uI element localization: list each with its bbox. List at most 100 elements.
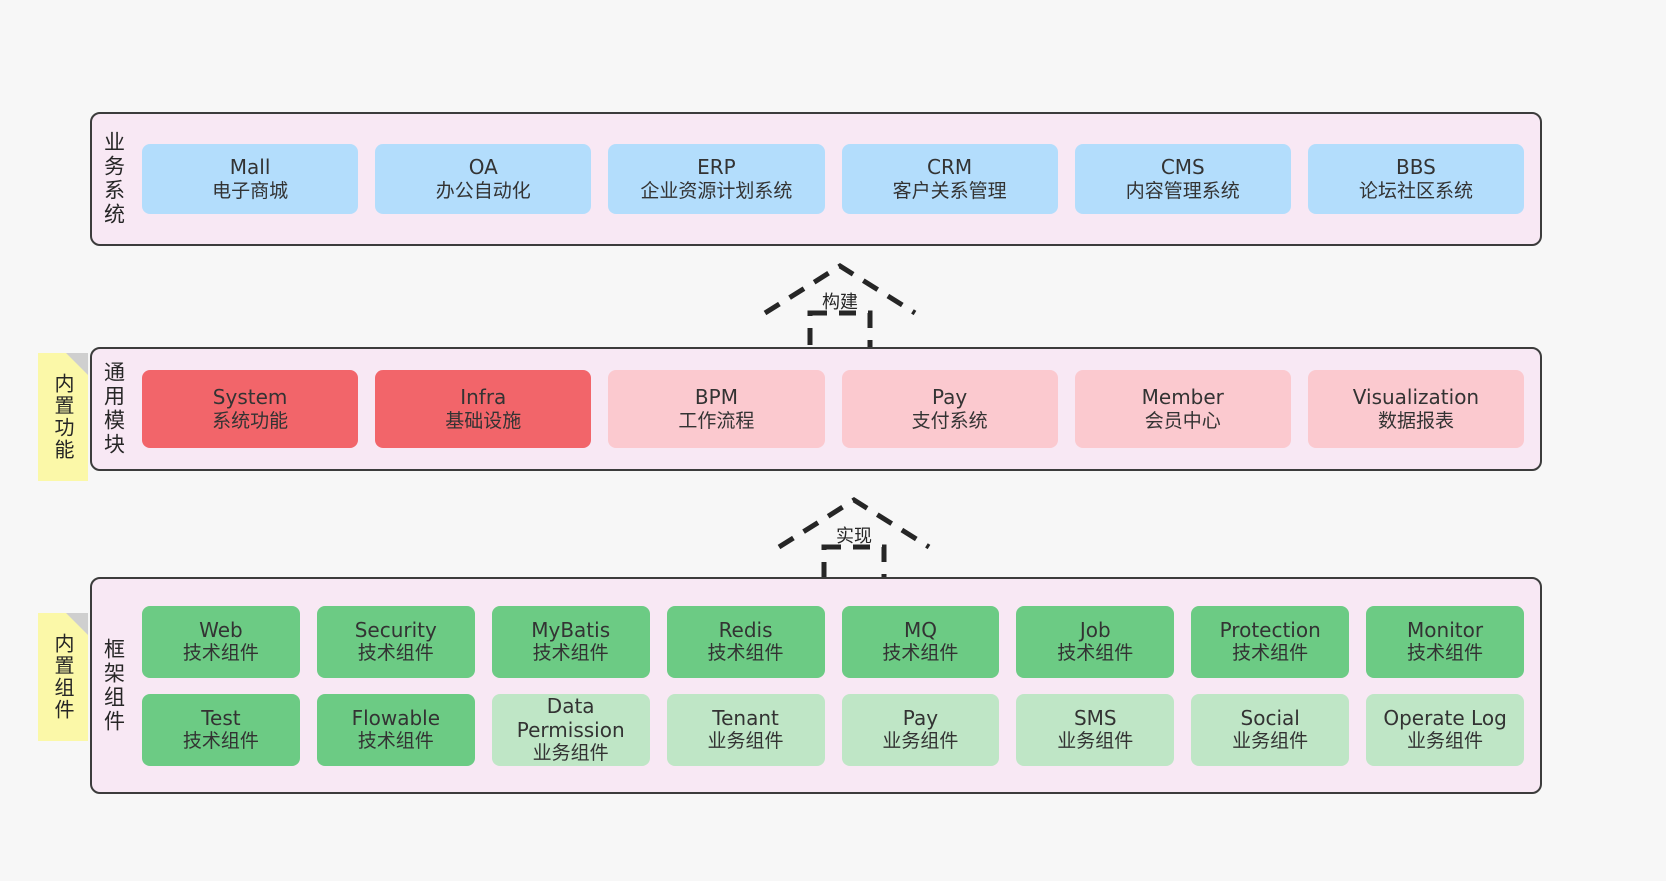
- node-mall[interactable]: Mall 电子商城: [142, 144, 359, 214]
- node-oa-cn: 办公自动化: [435, 179, 531, 202]
- node-mybatis[interactable]: MyBatis 技术组件: [491, 605, 650, 678]
- node-security[interactable]: Security 技术组件: [316, 605, 475, 678]
- node-pay-component-en: Pay: [902, 705, 939, 730]
- node-cms-cn: 内容管理系统: [1125, 179, 1240, 202]
- node-sms-en: SMS: [1073, 705, 1117, 730]
- node-visualization-en: Visualization: [1352, 385, 1480, 410]
- node-mall-en: Mall: [229, 155, 271, 180]
- node-job-en: Job: [1079, 617, 1111, 642]
- note-builtin-components-text: 内置组件: [51, 633, 75, 721]
- node-system-cn: 系统功能: [212, 409, 289, 432]
- layer-body-framework: Web 技术组件 Security 技术组件 MyBatis 技术组件 Redi…: [134, 579, 1540, 792]
- layer-title-framework: 框架组件: [101, 637, 126, 734]
- node-monitor[interactable]: Monitor 技术组件: [1366, 605, 1524, 678]
- node-operate-log[interactable]: Operate Log 业务组件: [1366, 693, 1524, 766]
- row-common-modules: System 系统功能 Infra 基础设施 BPM 工作流程 Pay 支付系统…: [142, 370, 1525, 448]
- node-pay-module[interactable]: Pay 支付系统: [841, 370, 1058, 448]
- row-framework-business: Test 技术组件 Flowable 技术组件 Data Permission …: [142, 693, 1524, 766]
- node-redis-en: Redis: [718, 617, 773, 642]
- layer-body-common: System 系统功能 Infra 基础设施 BPM 工作流程 Pay 支付系统…: [134, 349, 1540, 469]
- node-oa[interactable]: OA 办公自动化: [375, 144, 592, 214]
- node-redis-cn: 技术组件: [707, 642, 784, 665]
- node-pay-component[interactable]: Pay 业务组件: [841, 693, 1000, 766]
- node-mq[interactable]: MQ 技术组件: [841, 605, 1000, 678]
- node-security-en: Security: [354, 617, 437, 642]
- node-erp-cn: 企业资源计划系统: [640, 179, 793, 202]
- node-oa-en: OA: [468, 155, 498, 180]
- node-security-cn: 技术组件: [357, 642, 434, 665]
- node-bbs-en: BBS: [1396, 155, 1436, 180]
- arrow-build: 构建: [755, 258, 925, 358]
- node-web-cn: 技术组件: [182, 642, 259, 665]
- node-protection-en: Protection: [1219, 617, 1321, 642]
- node-data-permission-cn: 业务组件: [532, 742, 609, 765]
- node-data-permission-en: Data Permission: [516, 693, 625, 742]
- node-protection[interactable]: Protection 技术组件: [1191, 605, 1350, 678]
- node-member-en: Member: [1141, 385, 1224, 410]
- node-bbs[interactable]: BBS 论坛社区系统: [1307, 144, 1525, 214]
- node-bbs-cn: 论坛社区系统: [1358, 179, 1473, 202]
- node-bpm-cn: 工作流程: [678, 409, 755, 432]
- node-member-cn: 会员中心: [1144, 409, 1221, 432]
- node-visualization[interactable]: Visualization 数据报表: [1307, 370, 1525, 448]
- node-test[interactable]: Test 技术组件: [142, 693, 300, 766]
- node-infra-en: Infra: [460, 385, 507, 410]
- layer-common-module: 通用模块 System 系统功能 Infra 基础设施 BPM 工作流程 Pay…: [90, 347, 1542, 471]
- node-redis[interactable]: Redis 技术组件: [666, 605, 825, 678]
- node-erp[interactable]: ERP 企业资源计划系统: [608, 144, 825, 214]
- node-social-cn: 业务组件: [1232, 730, 1309, 753]
- node-cms-en: CMS: [1160, 155, 1205, 180]
- layer-title-common: 通用模块: [101, 361, 126, 457]
- node-flowable[interactable]: Flowable 技术组件: [316, 693, 475, 766]
- node-test-en: Test: [201, 705, 241, 730]
- node-sms-cn: 业务组件: [1057, 730, 1134, 753]
- node-mq-cn: 技术组件: [882, 642, 959, 665]
- node-erp-en: ERP: [697, 155, 736, 180]
- layer-framework-component: 框架组件 Web 技术组件 Security 技术组件 MyBatis 技术组件…: [90, 577, 1542, 794]
- note-fold-icon: [66, 353, 88, 375]
- node-mybatis-en: MyBatis: [531, 617, 611, 642]
- note-fold-icon: [66, 613, 88, 635]
- node-infra[interactable]: Infra 基础设施: [375, 370, 592, 448]
- arrow-build-label: 构建: [822, 292, 858, 313]
- node-social[interactable]: Social 业务组件: [1191, 693, 1350, 766]
- node-mall-cn: 电子商城: [212, 179, 289, 202]
- note-builtin-features: 内置功能: [38, 353, 88, 481]
- node-job[interactable]: Job 技术组件: [1016, 605, 1175, 678]
- node-mybatis-cn: 技术组件: [532, 642, 609, 665]
- node-protection-cn: 技术组件: [1232, 642, 1309, 665]
- node-job-cn: 技术组件: [1057, 642, 1134, 665]
- node-pay-module-en: Pay: [931, 385, 968, 410]
- node-visualization-cn: 数据报表: [1377, 409, 1454, 432]
- node-member[interactable]: Member 会员中心: [1074, 370, 1291, 448]
- node-bpm[interactable]: BPM 工作流程: [608, 370, 825, 448]
- node-pay-component-cn: 业务组件: [882, 730, 959, 753]
- layer-body-business: Mall 电子商城 OA 办公自动化 ERP 企业资源计划系统 CRM 客户关系…: [134, 114, 1540, 244]
- node-monitor-cn: 技术组件: [1407, 642, 1484, 665]
- node-tenant[interactable]: Tenant 业务组件: [666, 693, 825, 766]
- note-builtin-components: 内置组件: [38, 613, 88, 741]
- row-business-systems: Mall 电子商城 OA 办公自动化 ERP 企业资源计划系统 CRM 客户关系…: [142, 144, 1525, 214]
- node-web[interactable]: Web 技术组件: [142, 605, 300, 678]
- node-infra-cn: 基础设施: [445, 409, 522, 432]
- node-data-permission[interactable]: Data Permission 业务组件: [491, 693, 650, 766]
- node-monitor-en: Monitor: [1407, 617, 1484, 642]
- node-system-en: System: [212, 385, 288, 410]
- row-framework-tech: Web 技术组件 Security 技术组件 MyBatis 技术组件 Redi…: [142, 605, 1524, 678]
- node-social-en: Social: [1240, 705, 1300, 730]
- node-system[interactable]: System 系统功能: [142, 370, 359, 448]
- node-pay-module-cn: 支付系统: [911, 409, 988, 432]
- node-tenant-cn: 业务组件: [707, 730, 784, 753]
- note-builtin-features-text: 内置功能: [51, 373, 75, 461]
- node-sms[interactable]: SMS 业务组件: [1016, 693, 1175, 766]
- layer-title-business: 业务系统: [101, 131, 126, 227]
- node-operate-log-cn: 业务组件: [1407, 730, 1484, 753]
- arrow-realize-label: 实现: [836, 526, 872, 547]
- layer-business-system: 业务系统 Mall 电子商城 OA 办公自动化 ERP 企业资源计划系统 CRM…: [90, 112, 1542, 246]
- node-crm[interactable]: CRM 客户关系管理: [841, 144, 1058, 214]
- node-crm-cn: 客户关系管理: [892, 179, 1007, 202]
- node-cms[interactable]: CMS 内容管理系统: [1074, 144, 1291, 214]
- node-bpm-en: BPM: [694, 385, 738, 410]
- node-tenant-en: Tenant: [712, 705, 779, 730]
